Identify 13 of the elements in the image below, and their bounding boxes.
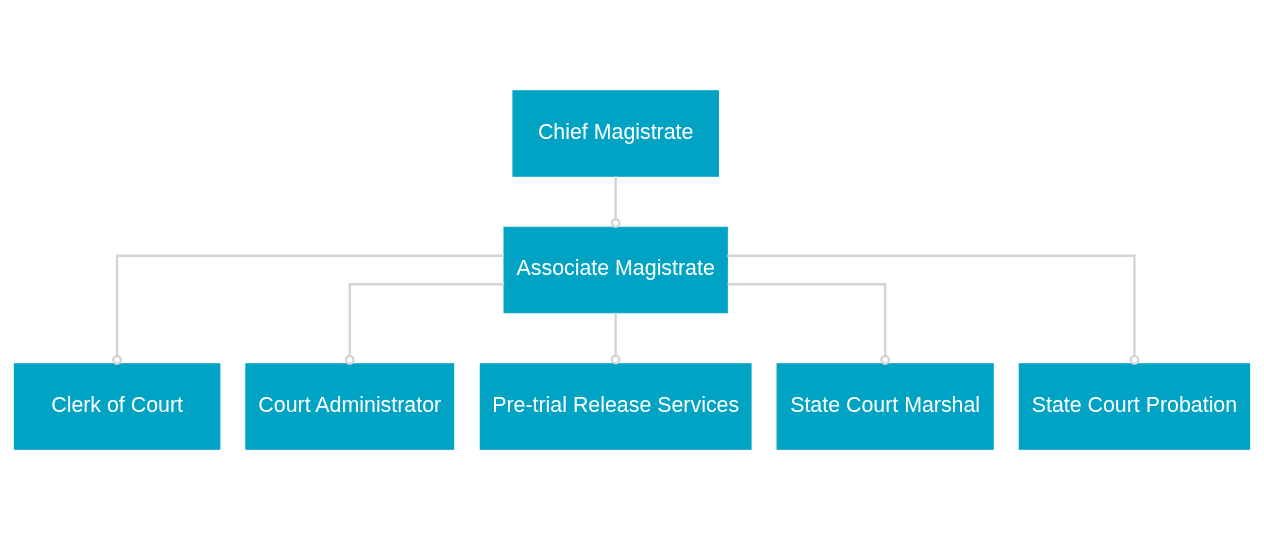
- node-box: Associate Magistrate: [503, 226, 728, 314]
- node-box: Pre-trial Release Services: [479, 363, 752, 450]
- node-box: Chief Magistrate: [512, 90, 719, 177]
- node-box: State Court Marshal: [776, 363, 994, 450]
- connector: [727, 283, 891, 365]
- connector: [344, 283, 505, 365]
- connector: [112, 254, 504, 365]
- node-box: Court Administrator: [245, 363, 455, 450]
- node-box: State Court Probation: [1018, 363, 1251, 450]
- connector: [610, 312, 621, 365]
- connector: [727, 254, 1140, 365]
- connector: [610, 176, 621, 229]
- node-box: Clerk of Court: [13, 363, 221, 450]
